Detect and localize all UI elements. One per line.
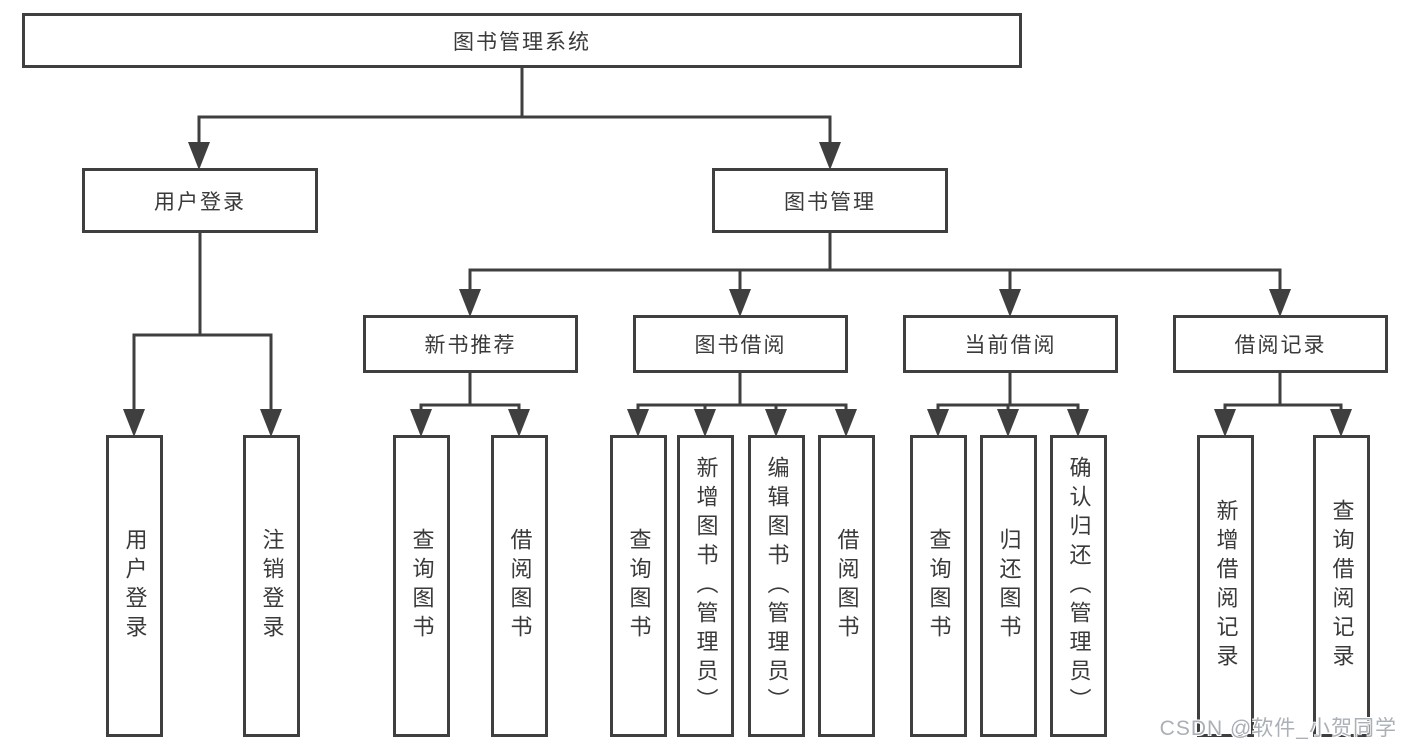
node-current-borrowing: 当前借阅 — [903, 315, 1118, 373]
node-label: 查询借阅记录 — [1329, 499, 1355, 673]
node-label: 注销登录 — [259, 528, 285, 644]
node-label: 借阅图书 — [507, 528, 533, 644]
leaf-query-books-current: 查询图书 — [910, 435, 967, 737]
node-label: 图书管理 — [784, 190, 876, 214]
leaf-add-book-admin: 新增图书（管理员） — [677, 435, 734, 737]
node-label: 用户登录 — [122, 528, 148, 644]
node-label: 图书借阅 — [694, 334, 787, 357]
node-label: 确认归还（管理员） — [1066, 455, 1092, 717]
leaf-borrow-books-borrowing: 借阅图书 — [818, 435, 875, 737]
leaf-edit-book-admin: 编辑图书（管理员） — [748, 435, 805, 737]
node-user-login: 用户登录 — [82, 168, 318, 233]
leaf-borrow-books-recommend: 借阅图书 — [491, 435, 548, 737]
node-label: 用户登录 — [154, 190, 246, 214]
node-label: 借阅记录 — [1234, 334, 1327, 357]
node-label: 新增借阅记录 — [1213, 499, 1239, 673]
leaf-add-borrow-record: 新增借阅记录 — [1197, 435, 1254, 737]
csdn-watermark: CSDN @软件_小贺同学 — [1159, 717, 1397, 740]
leaf-confirm-return-admin: 确认归还（管理员） — [1050, 435, 1107, 737]
leaf-logout: 注销登录 — [243, 435, 300, 737]
node-label: 新增图书（管理员） — [693, 455, 719, 717]
node-library-management-system: 图书管理系统 — [22, 13, 1022, 68]
node-book-borrowing: 图书借阅 — [633, 315, 848, 373]
node-book-management: 图书管理 — [712, 168, 948, 233]
node-label: 新书推荐 — [424, 334, 517, 357]
leaf-return-books: 归还图书 — [980, 435, 1037, 737]
node-borrowing-records: 借阅记录 — [1173, 315, 1388, 373]
node-label: 借阅图书 — [834, 528, 860, 644]
leaf-query-borrow-record: 查询借阅记录 — [1313, 435, 1370, 737]
node-label: 查询图书 — [626, 528, 652, 644]
node-label: 图书管理系统 — [453, 30, 591, 54]
node-label: 查询图书 — [926, 528, 952, 644]
node-label: 归还图书 — [996, 528, 1022, 644]
leaf-query-books-recommend: 查询图书 — [393, 435, 450, 737]
node-label: 当前借阅 — [964, 334, 1057, 357]
node-label: 查询图书 — [409, 528, 435, 644]
leaf-user-login: 用户登录 — [106, 435, 163, 737]
leaf-query-books-borrowing: 查询图书 — [610, 435, 667, 737]
node-label: 编辑图书（管理员） — [764, 455, 790, 717]
node-new-book-recommendation: 新书推荐 — [363, 315, 578, 373]
